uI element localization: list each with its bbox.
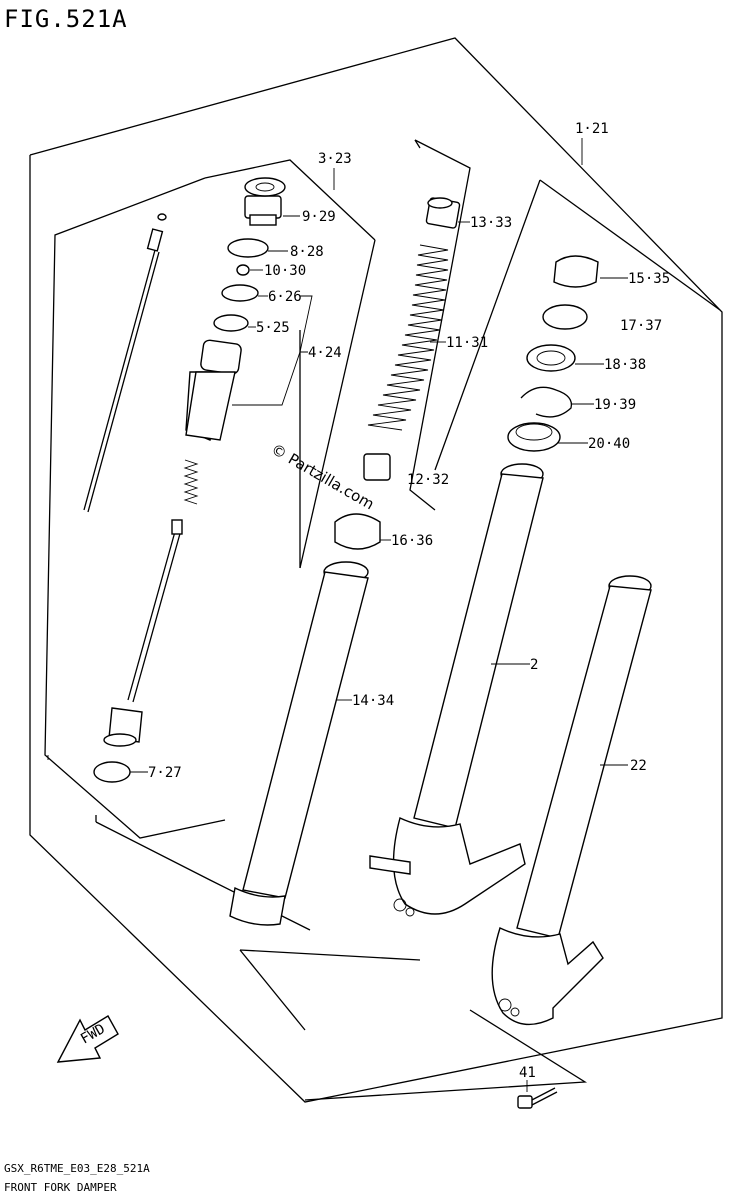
inner-tube-box-outline — [239, 139, 471, 1031]
rebound-spring — [183, 459, 199, 505]
damper-cylinder — [185, 339, 242, 441]
callout-13-33: 13·33 — [470, 215, 512, 231]
callout-16-36: 16·36 — [391, 533, 433, 549]
callout-7-27: 7·27 — [148, 765, 182, 781]
callout-1-21: 1·21 — [575, 121, 609, 137]
o-ring-5-25 — [213, 314, 249, 332]
cap-bolt — [244, 177, 286, 226]
o-ring-7-27 — [93, 761, 131, 783]
clip-19-39 — [520, 386, 573, 418]
callout-5-25: 5·25 — [256, 320, 290, 336]
oil-seal-15-35 — [553, 255, 599, 288]
bushing-18-38 — [526, 344, 576, 372]
callout-12-32: 12·32 — [407, 472, 449, 488]
footer-title: FRONT FORK DAMPER — [4, 1181, 117, 1194]
callout-2: 2 — [530, 657, 538, 673]
callout-15-35: 15·35 — [628, 271, 670, 287]
watermark: © Partzilla.com — [268, 440, 377, 513]
outer-tube-22 — [491, 575, 652, 1026]
callout-10-30: 10·30 — [264, 263, 306, 279]
assembly-outline — [29, 37, 723, 1103]
damper-rod — [83, 213, 167, 513]
dust-seal-20-40 — [507, 422, 561, 452]
nut-10-30 — [236, 264, 250, 276]
callout-18-38: 18·38 — [604, 357, 646, 373]
callout-22: 22 — [630, 758, 647, 774]
damper-subassembly-outline — [44, 159, 376, 931]
bolt-41 — [517, 1087, 558, 1109]
lower-rod-valve — [103, 519, 183, 747]
inner-tube-14-34 — [229, 561, 369, 926]
callout-3-23: 3·23 — [318, 151, 352, 167]
callout-6-26: 6·26 — [268, 289, 302, 305]
callout-9-29: 9·29 — [302, 209, 336, 225]
footer-code: GSX_R6TME_E03_E28_521A — [4, 1162, 150, 1175]
callout-14-34: 14·34 — [352, 693, 394, 709]
callout-41: 41 — [519, 1065, 536, 1081]
fork-subassembly-outline — [304, 179, 721, 1101]
adjuster-13-33 — [425, 197, 461, 229]
callout-8-28: 8·28 — [290, 244, 324, 260]
callout-20-40: 20·40 — [588, 436, 630, 452]
leader-lines — [130, 138, 628, 1092]
callout-labels: 1·21 2 3·23 4·24 5·25 6·26 7·27 8·28 9·2… — [148, 121, 670, 1081]
callout-4-24: 4·24 — [308, 345, 342, 361]
spacer-12-32 — [363, 453, 391, 481]
o-ring-8-28 — [227, 238, 269, 258]
fwd-arrow-icon: FWD — [56, 1015, 119, 1063]
callout-19-39: 19·39 — [594, 397, 636, 413]
main-spring — [367, 244, 449, 431]
outer-tube-2 — [369, 463, 544, 917]
collar-16-36 — [334, 513, 381, 550]
washer-17-37 — [542, 304, 588, 330]
callout-11-31: 11·31 — [446, 335, 488, 351]
o-ring-6-26 — [221, 284, 259, 302]
callout-17-37: 17·37 — [620, 318, 662, 334]
figure-title: FIG.521A — [4, 5, 128, 33]
